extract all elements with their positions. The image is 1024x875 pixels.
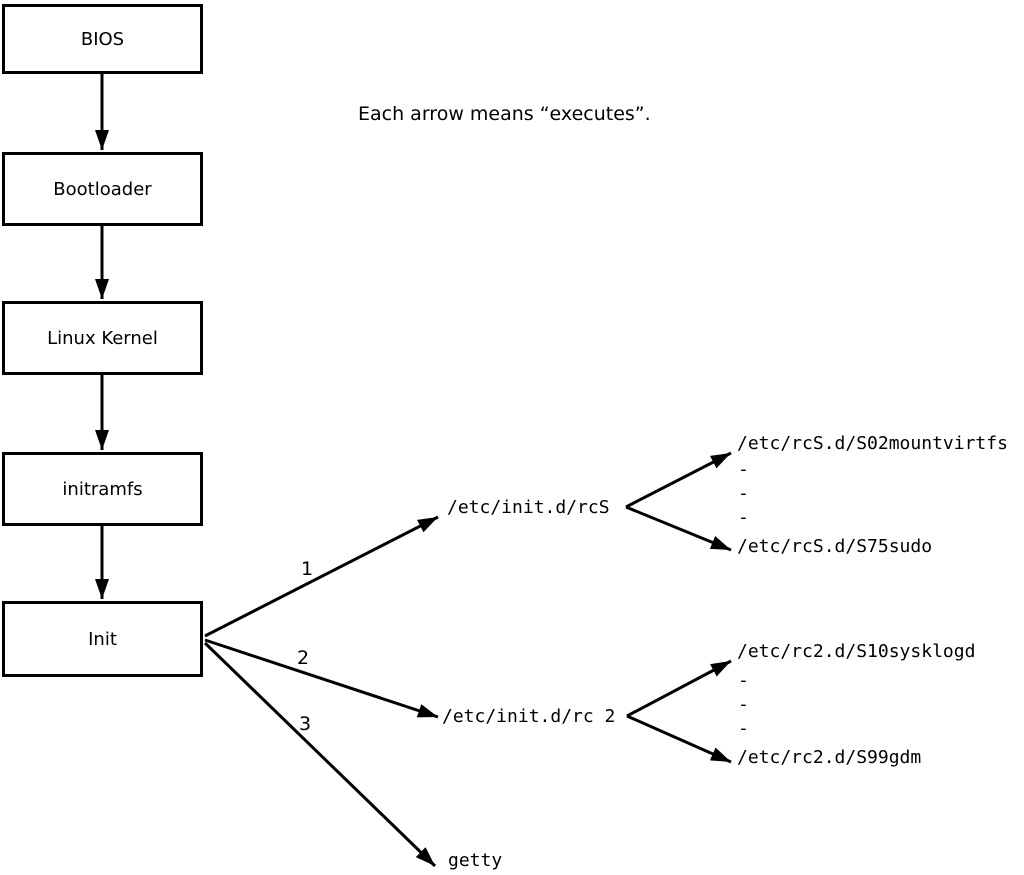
arrow-rc2-to-s10 (626, 659, 732, 718)
ellipsis-dash: - (738, 507, 749, 528)
arrow-init-to-rc2 (204, 638, 439, 719)
branch-label-1: 1 (301, 558, 314, 580)
legend-annotation: Each arrow means “executes”. (358, 103, 651, 125)
ellipsis-dash: - (738, 483, 749, 504)
branch-label-2: 2 (297, 647, 310, 669)
node-bios-label: BIOS (80, 28, 125, 50)
target-rc2-script: /etc/init.d/rc 2 (442, 706, 616, 727)
ellipsis-dash: - (738, 718, 749, 739)
ellipsis-dash: - (738, 459, 749, 480)
script-s02mountvirtfs: /etc/rcS.d/S02mountvirtfs (737, 433, 1008, 454)
target-getty: getty (448, 850, 503, 871)
arrow-rcs-to-s02 (625, 451, 732, 509)
node-bootloader: Bootloader (2, 152, 203, 226)
ellipsis-dash: - (738, 694, 749, 715)
node-init: Init (2, 601, 203, 677)
node-bootloader-label: Bootloader (53, 178, 152, 200)
script-s10sysklogd: /etc/rc2.d/S10sysklogd (737, 641, 976, 662)
branch-label-3: 3 (299, 713, 312, 735)
node-linux-kernel-label: Linux Kernel (47, 327, 158, 349)
arrow-init-to-rcs (204, 515, 439, 638)
node-initramfs-label: initramfs (62, 478, 143, 500)
arrow-rc2-to-s99 (626, 714, 732, 764)
node-initramfs: initramfs (2, 452, 203, 526)
ellipsis-dash: - (738, 670, 749, 691)
script-s99gdm: /etc/rc2.d/S99gdm (737, 747, 922, 768)
arrow-init-to-getty (203, 641, 437, 868)
node-init-label: Init (88, 628, 117, 650)
script-s75sudo: /etc/rcS.d/S75sudo (737, 536, 933, 557)
target-rcs-script: /etc/init.d/rcS (447, 497, 610, 518)
node-linux-kernel: Linux Kernel (2, 301, 203, 375)
arrow-rcs-to-s75 (625, 505, 732, 552)
node-bios: BIOS (2, 4, 203, 74)
